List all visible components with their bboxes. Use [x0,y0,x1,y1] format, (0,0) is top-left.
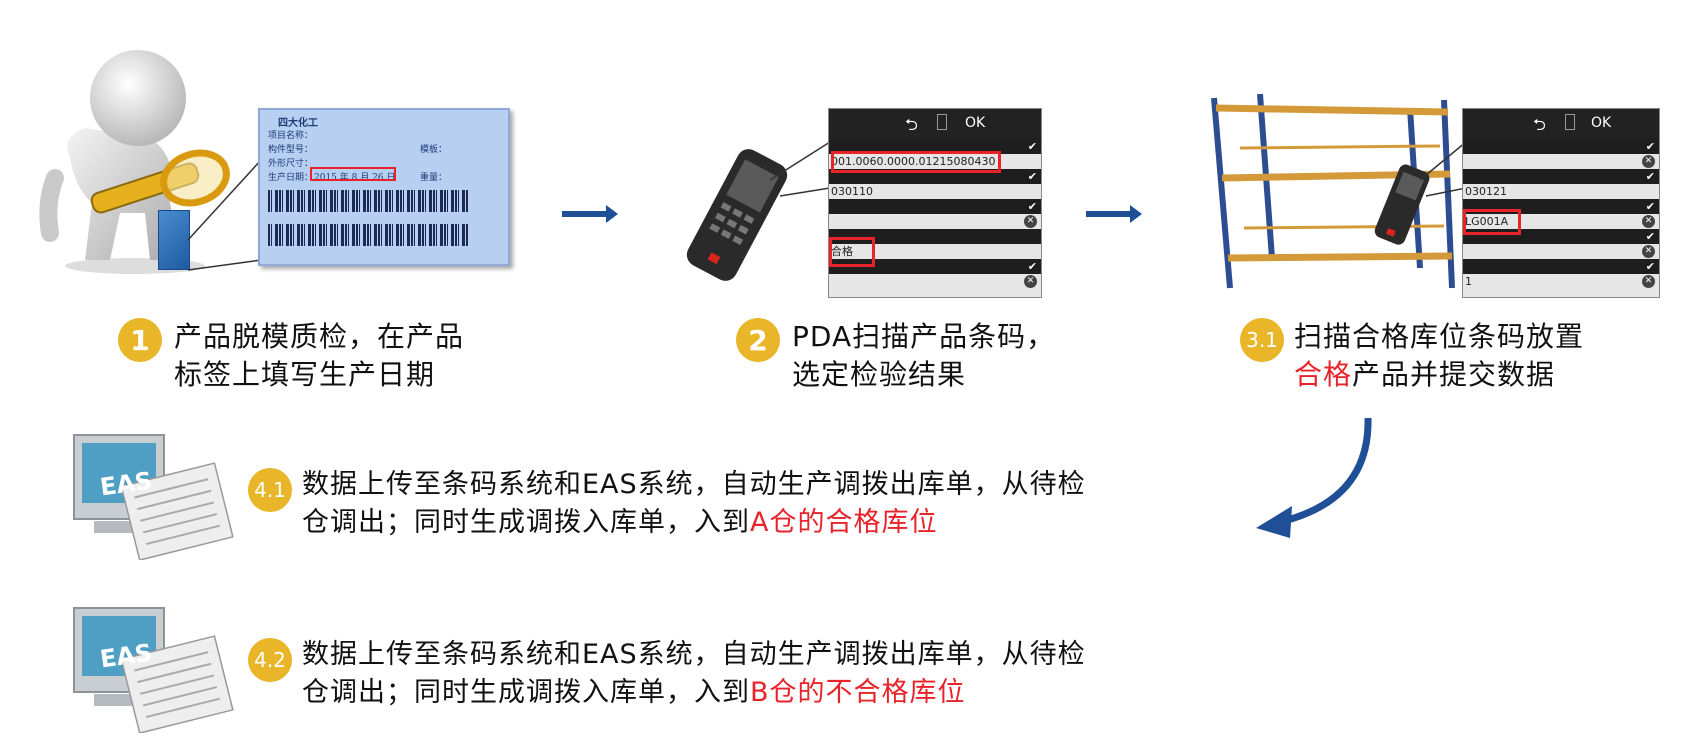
step-4-2-badge: 4.2 [248,638,292,682]
step-2-line1: PDA扫描产品条码， [792,320,1056,353]
product-label-card: 四大化工 项目名称： 构件型号： 模板： 外形尺寸： 生产日期： 2015 年 … [258,108,510,266]
label-project: 项目名称： [268,131,314,141]
pda1-barcode-value[interactable]: 001.0060.0000.01215080430 [831,155,996,168]
pda-screen-2: ⮌ OK ✔ ✕ ✔ 030121 ✔ LG001A✕ ✔ ✕ ✔ 1✕ [1462,108,1660,298]
label-company: 四大化工 [278,118,318,129]
pda2-row-qty-header: ✔ [1463,259,1659,274]
label-date: 生产日期： [268,173,314,183]
pda2-clear-icon-4[interactable]: ✕ [1642,275,1655,288]
pda2-location-highlight [1463,209,1521,235]
step-2-badge: 2 [736,318,780,362]
pda1-qty-empty[interactable]: ✕ [829,274,1041,289]
pda2-ok-button[interactable]: OK [1591,115,1612,131]
pda2-connector [1420,141,1466,197]
pda1-row-result-header [829,229,1041,244]
step-1-badge: 1 [118,318,162,362]
pda-screen-1: ⮌ OK ✔ 001.0060.0000.01215080430 ✔ 03011… [828,108,1042,298]
step-3-1-badge: 3.1 [1240,318,1284,362]
step-2-text: PDA扫描产品条码， 选定检验结果 [792,318,1055,394]
step-3-1-line2-rest: 产品并提交数据 [1352,358,1556,391]
eas-computer-icon-2 [73,607,234,733]
pda2-back-icon[interactable]: ⮌ [1533,115,1546,134]
product-box-icon [158,210,190,270]
arrow-step1-to-step2 [562,205,618,223]
step-4-2-line2: 仓调出；同时生成调拨入库单，入到B仓的不合格库位 [302,674,1086,712]
step-4-1-line1: 数据上传至条码系统和EAS系统，自动生产调拨出库单，从待检 [302,469,1086,500]
step-3-1-line1: 扫描合格库位条码放置 [1294,320,1585,353]
pda1-result-value[interactable]: 合格 [831,245,853,258]
pda2-clear-icon-1[interactable]: ✕ [1642,155,1655,168]
step-4-1-line2-black: 仓调出；同时生成调拨入库单，入到 [302,507,750,538]
step-4-2-line2-red: B仓的不合格库位 [750,677,966,708]
pda2-count-value[interactable]: 1✕ [1463,274,1659,289]
pda1-row-qty-header: ✔ [829,259,1041,274]
step-1-line2: 标签上填写生产日期 [174,358,436,391]
label-qty: 重量： [420,173,448,183]
step-4-1-line2: 仓调出；同时生成调拨入库单，入到A仓的合格库位 [302,504,1086,542]
step-4-1-badge: 4.1 [248,468,292,512]
step-4-1-line2-red: A仓的合格库位 [750,507,938,538]
pda2-clear-icon-3[interactable]: ✕ [1642,245,1655,258]
step-4-2-text: 数据上传至条码系统和EAS系统，自动生产调拨出库单，从待检 仓调出；同时生成调拨… [302,636,1086,712]
pda2-row-empty-2[interactable]: ✕ [1463,244,1659,259]
connector-lines [187,159,262,271]
step-2-line2: 选定检验结果 [792,358,967,391]
step-4-1-text: 数据上传至条码系统和EAS系统，自动生产调拨出库单，从待检 仓调出；同时生成调拨… [302,466,1086,542]
step-3-1-line2: 合格产品并提交数据 [1294,356,1584,394]
label-model: 构件型号： [268,145,314,155]
pda1-clear-icon[interactable]: ✕ [1024,215,1037,228]
pda2-clear-icon-2[interactable]: ✕ [1642,215,1655,228]
pda1-toolbar: ⮌ OK [829,109,1041,139]
pda1-connector [770,141,830,197]
pda1-result-highlight [829,237,875,267]
inspector-figure-illustration [39,50,230,274]
pda1-back-icon[interactable]: ⮌ [905,115,918,134]
pda2-toolbar: ⮌ OK [1463,109,1659,139]
eas-computer-icon-1 [73,434,234,560]
step-3-1-qualified: 合格 [1294,358,1353,391]
step-4-2-line2-black: 仓调出；同时生成调拨入库单，入到 [302,677,750,708]
step-3-1-text: 扫描合格库位条码放置 合格产品并提交数据 [1294,318,1584,394]
pda2-doc-icon[interactable] [1565,114,1575,130]
step-1-text: 产品脱模质检，在产品 标签上填写生产日期 [174,318,464,394]
pda2-scanner-icon [1374,164,1430,245]
pda1-row-location-header: ✔ [829,199,1041,214]
curved-arrow-3-to-4 [1256,417,1372,538]
pda1-ok-button[interactable]: OK [965,115,986,131]
date-highlight-box [310,167,396,181]
pda1-location-empty[interactable]: ✕ [829,214,1041,229]
barcode-2 [268,224,468,246]
pda-scanner-icon [686,149,788,281]
pda2-stock-value[interactable]: 030121 [1465,185,1507,198]
label-weight: 模板： [420,145,448,155]
label-date-value: 2015 年 8 月 26 日 [314,173,396,183]
pda1-row-header: ✔ [829,139,1041,154]
pda1-clear-icon-2[interactable]: ✕ [1024,275,1037,288]
storage-shelf-illustration [1211,93,1455,289]
step-4-2-line1: 数据上传至条码系统和EAS系统，自动生产调拨出库单，从待检 [302,639,1086,670]
arrow-step2-to-step3 [1086,205,1142,223]
pda2-row-stock-header: ✔ [1463,169,1659,184]
step-1-line1: 产品脱模质检，在产品 [174,320,465,353]
pda1-doc-icon[interactable] [937,114,947,130]
pda2-row-empty-1[interactable]: ✕ [1463,154,1659,169]
pda2-location-value[interactable]: LG001A✕ [1463,214,1659,229]
barcode-1 [268,190,468,212]
label-size: 外形尺寸： [268,159,314,169]
pda2-row-header: ✔ [1463,139,1659,154]
pda1-stock-value[interactable]: 030110 [831,185,873,198]
pda1-barcode-highlight [831,151,1001,173]
